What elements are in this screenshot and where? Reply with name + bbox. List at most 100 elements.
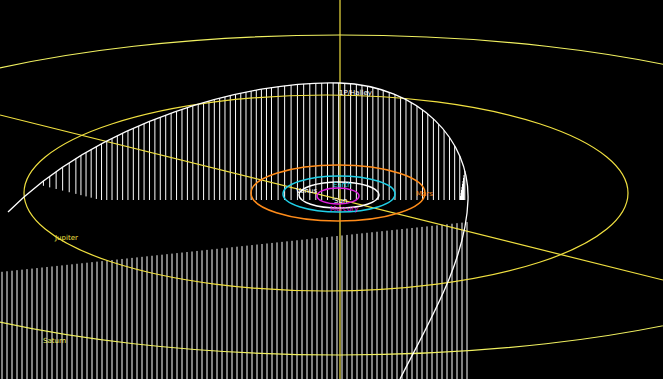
hatch-stroke [212, 249, 213, 379]
hatch-stroke [462, 184, 463, 200]
hatch-stroke [251, 91, 252, 200]
hatch-stroke [394, 94, 395, 200]
hatch-stroke [463, 181, 464, 200]
hatch-stroke [203, 103, 204, 200]
hatch-stroke [427, 226, 428, 379]
hatch-stroke [457, 223, 458, 379]
hatch-stroke [277, 242, 278, 379]
hatch-stroke [101, 144, 102, 200]
hatch-stroke [303, 84, 304, 200]
hatch-stroke [261, 89, 262, 200]
planet-label: Earth [333, 181, 352, 189]
hatch-stroke [214, 100, 215, 200]
hatch-stroke [257, 245, 258, 379]
hatch-stroke [97, 262, 98, 379]
hatch-stroke [438, 124, 439, 200]
planet-label: Jupiter [55, 234, 78, 242]
hatch-stroke [262, 244, 263, 379]
hatch-stroke [230, 96, 231, 200]
hatch-stroke [42, 268, 43, 379]
hatch-stroke [138, 126, 139, 200]
hatch-stroke [87, 263, 88, 379]
hatch-stroke [357, 234, 358, 379]
hatch-stroke [176, 111, 177, 200]
hatch-stroke [327, 237, 328, 379]
hatch-stroke [117, 260, 118, 379]
hatch-stroke [367, 233, 368, 379]
hatch-stroke [464, 171, 465, 200]
hatch-stroke [167, 254, 168, 379]
hatch-stroke [142, 257, 143, 379]
hatch-stroke [165, 115, 166, 200]
hatch-stroke [252, 245, 253, 379]
hatch-stroke [315, 83, 316, 200]
hatch-stroke [144, 124, 145, 200]
hatch-stroke [463, 178, 464, 200]
hatch-stroke [266, 88, 267, 200]
hatch-stroke [433, 119, 434, 200]
hatch-stroke [287, 241, 288, 379]
hatch-stroke [372, 232, 373, 379]
hatch-stroke [154, 119, 155, 200]
hatch-stroke [245, 92, 246, 200]
hatch-stroke [219, 98, 220, 200]
hatch-stroke [307, 239, 308, 379]
hatch-stroke [107, 261, 108, 379]
hatch-stroke [137, 257, 138, 379]
hatch-stroke [62, 265, 63, 379]
hatch-stroke [57, 266, 58, 379]
hatch-stroke [112, 260, 113, 379]
hatch-stroke [187, 108, 188, 200]
hatch-stroke [378, 89, 379, 200]
hatch-stroke [181, 109, 182, 200]
hatch-stroke [197, 251, 198, 379]
hatch-stroke [282, 242, 283, 379]
hatch-stroke [292, 241, 293, 379]
hatch-stroke [149, 121, 150, 200]
hatch-stroke [372, 87, 373, 200]
hatch-stroke [342, 235, 343, 379]
hatch-stroke [172, 254, 173, 379]
star-label: Sun [334, 197, 347, 205]
hatch-stroke [237, 247, 238, 379]
hatch-stroke [242, 246, 243, 379]
hatch-stroke [152, 256, 153, 379]
hatch-stroke [217, 249, 218, 379]
hatch-stroke [464, 175, 465, 200]
hatch-stroke [367, 86, 368, 200]
hatch-stroke [442, 225, 443, 379]
hatch-stroke [77, 264, 78, 379]
hatch-stroke [291, 85, 292, 200]
planet-label: Mercury [330, 205, 358, 213]
hatch-stroke [352, 234, 353, 379]
hatch-stroke [32, 269, 33, 379]
hatch-stroke [461, 193, 462, 200]
hatch-stroke [317, 238, 318, 379]
hatch-stroke [235, 94, 236, 200]
hatch-stroke [227, 248, 228, 379]
hatch-stroke [389, 92, 390, 200]
hatch-stroke [106, 141, 107, 200]
hatch-stroke [122, 133, 123, 200]
hatch-stroke [182, 253, 183, 379]
hatch-stroke [37, 268, 38, 379]
hatch-stroke [432, 226, 433, 379]
hatch-stroke [422, 227, 423, 379]
hatch-stroke [177, 253, 178, 379]
hatch-stroke [405, 100, 406, 200]
hatch-stroke [62, 167, 63, 190]
hatch-stroke [52, 266, 53, 379]
hatch-stroke [82, 263, 83, 379]
hatch-stroke [411, 102, 412, 200]
hatch-stroke [444, 130, 445, 200]
hatch-stroke [72, 264, 73, 379]
hatch-stroke [461, 190, 462, 200]
hatch-stroke [127, 258, 128, 379]
hatch-stroke [122, 259, 123, 379]
hatch-stroke [49, 176, 50, 187]
hatch-stroke [22, 270, 23, 379]
hatch-stroke [347, 235, 348, 379]
hatch-stroke [337, 236, 338, 379]
hatch-stroke [117, 136, 118, 200]
